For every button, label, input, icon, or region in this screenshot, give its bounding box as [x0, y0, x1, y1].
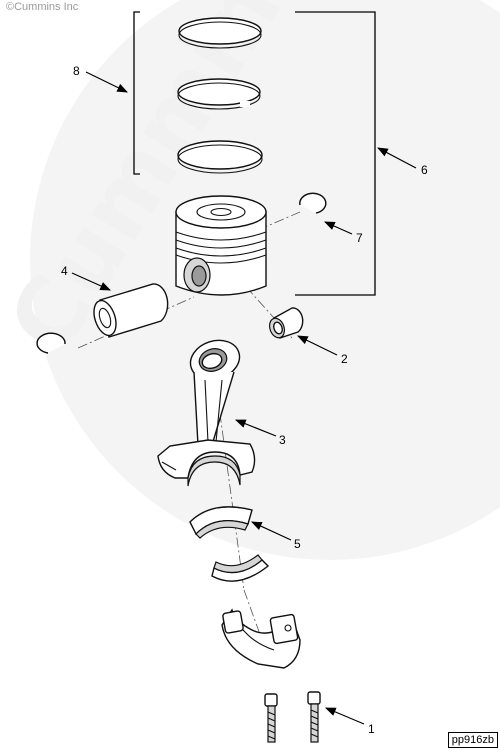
callout-1: 1	[368, 722, 375, 736]
callout-7: 7	[356, 231, 363, 245]
ring-set-bracket	[133, 11, 140, 175]
callout-leaders	[71, 71, 417, 725]
copyright-watermark: ©Cummins Inc	[6, 1, 79, 13]
retaining-ring-right	[299, 192, 327, 214]
connecting-rod-cap	[221, 608, 301, 669]
callout-5: 5	[294, 537, 301, 551]
connecting-rod-bushing	[268, 307, 304, 339]
callout-2: 2	[341, 352, 348, 366]
connecting-rod	[157, 339, 256, 487]
cap-bolt-left	[264, 693, 278, 743]
callout-3: 3	[279, 433, 286, 447]
figure-code: pp916zb	[447, 732, 498, 748]
piston-ring-top	[178, 17, 262, 49]
piston-pin	[93, 283, 169, 338]
retaining-ring-left	[36, 332, 66, 354]
piston	[175, 195, 267, 296]
bearing-shell-lower	[211, 554, 270, 582]
bearing-shell-upper	[189, 506, 253, 539]
callout-4: 4	[61, 264, 68, 278]
callout-8: 8	[73, 64, 80, 78]
piston-kit-bracket	[295, 11, 376, 296]
connecting-rod-cap-bolts	[264, 691, 321, 743]
piston-ring-oil	[177, 140, 263, 174]
piston-ring-middle	[177, 78, 261, 110]
cap-bolt-right	[307, 691, 321, 743]
callout-6: 6	[421, 163, 428, 177]
